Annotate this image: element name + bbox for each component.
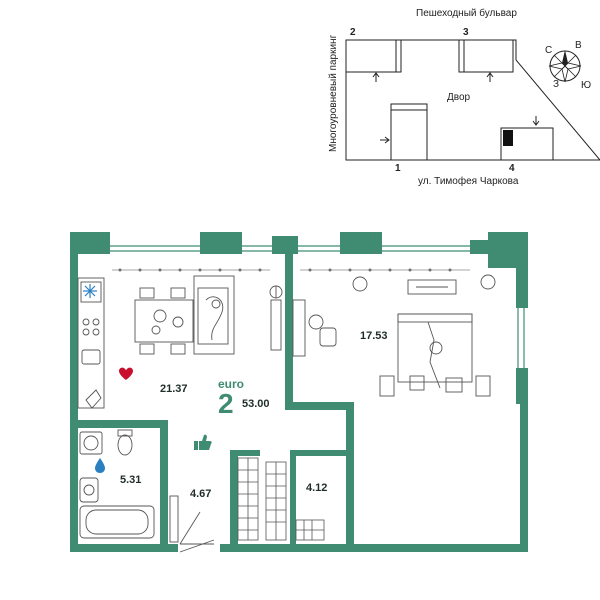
street-top-label: Пешеходный бульвар bbox=[416, 8, 517, 19]
nightstand-left bbox=[379, 375, 395, 397]
kitchen-counter bbox=[77, 277, 105, 409]
kitchen-sink bbox=[81, 349, 101, 365]
street-bottom-label: ул. Тимофея Чаркова bbox=[418, 176, 519, 187]
desk-chair bbox=[308, 314, 324, 330]
dresser bbox=[407, 279, 457, 295]
compass-west: З bbox=[553, 79, 560, 90]
water-drop-icon bbox=[95, 458, 105, 473]
compass-north: С bbox=[545, 45, 553, 56]
apartment-room-count: 2 bbox=[218, 388, 234, 419]
tv-unit bbox=[270, 299, 282, 351]
desk bbox=[292, 299, 306, 357]
heart-icon bbox=[119, 367, 133, 380]
area-living-kitchen: 21.37 bbox=[160, 383, 188, 395]
building-4-marker bbox=[503, 130, 513, 146]
yard-label: Двор bbox=[447, 92, 471, 103]
compass-south: Ю bbox=[581, 80, 592, 91]
section-number-1: 1 bbox=[395, 163, 401, 174]
area-storage: 4.12 bbox=[306, 482, 328, 494]
toilet bbox=[117, 434, 133, 456]
bathtub bbox=[79, 505, 155, 539]
sofa bbox=[193, 275, 235, 355]
building-1 bbox=[390, 103, 428, 161]
nightstand-right bbox=[475, 375, 491, 397]
bed bbox=[397, 313, 473, 383]
rail-beads bbox=[118, 268, 452, 272]
area-bathroom: 5.31 bbox=[120, 474, 142, 486]
snowflake-icon bbox=[83, 284, 97, 298]
washing-machine bbox=[79, 431, 103, 455]
washbasin bbox=[79, 477, 99, 503]
area-hall: 4.67 bbox=[190, 488, 212, 500]
building-2 bbox=[345, 39, 402, 73]
hall-wardrobe bbox=[169, 495, 179, 543]
hob-burner bbox=[82, 318, 90, 326]
building-3 bbox=[458, 39, 514, 73]
dining-table bbox=[134, 299, 194, 343]
section-number-3: 3 bbox=[463, 27, 469, 38]
thumbs-up-icon bbox=[194, 434, 212, 450]
compass-east: В bbox=[575, 40, 582, 51]
apartment-total-area: 53.00 bbox=[242, 398, 270, 410]
kitchen-appliance bbox=[85, 389, 102, 409]
area-bedroom: 17.53 bbox=[360, 330, 388, 342]
apartment-type-label: euro bbox=[218, 377, 245, 391]
section-number-2: 2 bbox=[350, 27, 356, 38]
section-number-4: 4 bbox=[509, 163, 515, 174]
